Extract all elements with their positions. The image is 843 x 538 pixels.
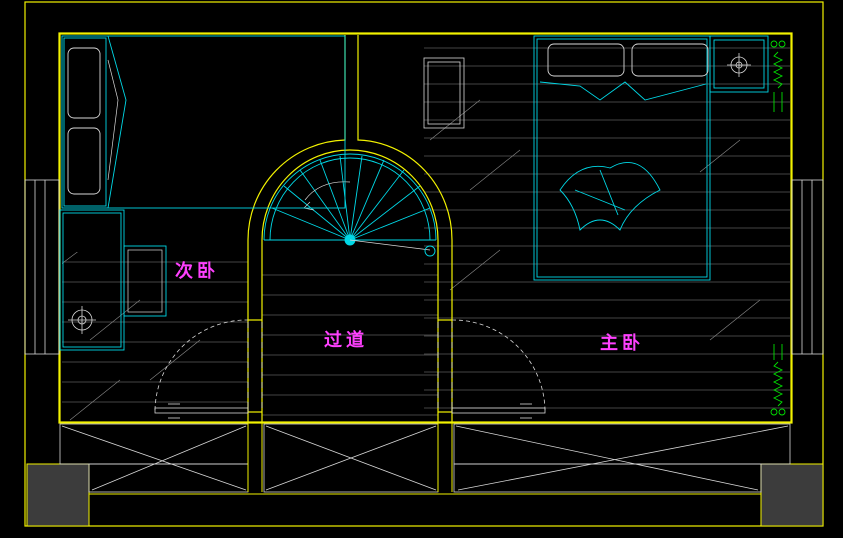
lamp-crosshair-icon-master <box>727 53 751 77</box>
door-left <box>154 319 249 419</box>
lamp-crosshair-icon <box>68 306 96 334</box>
radiator-zigzag-icon-lower <box>770 344 786 416</box>
window-right <box>791 179 824 355</box>
secondary-bed <box>61 35 346 209</box>
room-label-secondary-bedroom: 次卧 <box>175 260 219 282</box>
room-label-corridor: 过道 <box>324 329 368 351</box>
column-bottom-left <box>26 463 90 527</box>
master-bed <box>533 35 711 281</box>
floor-hatch-left <box>62 252 248 421</box>
room-label-master-bedroom: 主卧 <box>600 332 644 354</box>
column-bottom-right <box>760 463 824 527</box>
door-jambs <box>247 322 453 410</box>
nightstand <box>709 35 769 93</box>
wardrobe-walls <box>59 422 792 495</box>
interior-walls <box>247 35 453 422</box>
desk <box>59 209 167 351</box>
floor-hatch-corridor <box>262 274 438 416</box>
armchair <box>423 57 465 129</box>
floor-hatch-right <box>424 47 790 409</box>
door-right <box>451 319 546 419</box>
radiator-zigzag-icon <box>770 40 786 112</box>
window-left <box>24 179 60 355</box>
